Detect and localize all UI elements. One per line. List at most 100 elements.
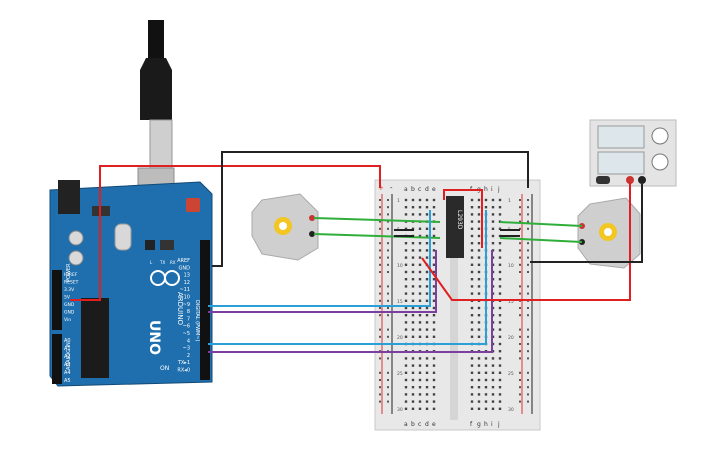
breadboard-hole[interactable] bbox=[470, 278, 474, 281]
rail-hole[interactable] bbox=[519, 400, 521, 403]
rail-hole[interactable] bbox=[519, 263, 521, 266]
breadboard-hole[interactable] bbox=[484, 386, 488, 389]
wire-vmotor[interactable] bbox=[421, 182, 631, 301]
breadboard-hole[interactable] bbox=[404, 299, 408, 302]
breadboard-hole[interactable] bbox=[498, 321, 502, 324]
rail-hole[interactable] bbox=[527, 292, 529, 295]
rail-hole[interactable] bbox=[379, 379, 381, 381]
breadboard-hole[interactable] bbox=[498, 393, 502, 396]
wire-pin8[interactable] bbox=[208, 250, 437, 313]
rail-hole[interactable] bbox=[527, 328, 529, 331]
breadboard-hole[interactable] bbox=[432, 299, 436, 302]
breadboard-hole[interactable] bbox=[470, 357, 474, 360]
rail-hole[interactable] bbox=[387, 335, 389, 338]
breadboard-hole[interactable] bbox=[411, 321, 415, 324]
breadboard-hole[interactable] bbox=[418, 206, 422, 209]
breadboard-hole[interactable] bbox=[404, 263, 408, 266]
breadboard-hole[interactable] bbox=[491, 371, 495, 374]
breadboard-hole[interactable] bbox=[425, 335, 429, 338]
rail-hole[interactable] bbox=[387, 256, 389, 259]
breadboard-hole[interactable] bbox=[484, 393, 488, 396]
breadboard-hole[interactable] bbox=[498, 227, 502, 230]
breadboard-hole[interactable] bbox=[491, 407, 495, 410]
breadboard-hole[interactable] bbox=[432, 306, 436, 310]
rail-hole[interactable] bbox=[527, 213, 529, 216]
wire-pin3[interactable] bbox=[208, 250, 493, 353]
breadboard-hole[interactable] bbox=[432, 335, 436, 338]
breadboard-hole[interactable] bbox=[404, 306, 408, 310]
rail-hole[interactable] bbox=[527, 400, 529, 403]
wires[interactable] bbox=[70, 151, 643, 353]
breadboard-hole[interactable] bbox=[418, 242, 422, 245]
rail-hole[interactable] bbox=[527, 220, 529, 223]
breadboard-hole[interactable] bbox=[470, 371, 474, 374]
breadboard-hole[interactable] bbox=[498, 292, 502, 295]
breadboard-hole[interactable] bbox=[425, 206, 429, 209]
rail-hole[interactable] bbox=[379, 357, 381, 360]
digital-header[interactable] bbox=[200, 240, 210, 380]
rail-hole[interactable] bbox=[387, 220, 389, 223]
breadboard-hole[interactable] bbox=[411, 270, 415, 274]
breadboard-hole[interactable] bbox=[404, 400, 408, 403]
breadboard-hole[interactable] bbox=[418, 371, 422, 374]
breadboard-hole[interactable] bbox=[477, 242, 481, 245]
breadboard-hole[interactable] bbox=[470, 393, 474, 396]
rail-hole[interactable] bbox=[527, 350, 529, 353]
breadboard-hole[interactable] bbox=[411, 242, 415, 245]
breadboard-hole[interactable] bbox=[425, 357, 429, 360]
breadboard-hole[interactable] bbox=[432, 357, 436, 360]
breadboard-hole[interactable] bbox=[498, 263, 502, 266]
breadboard-hole[interactable] bbox=[477, 378, 481, 382]
rail-hole[interactable] bbox=[527, 206, 529, 209]
breadboard-hole[interactable] bbox=[498, 328, 502, 331]
breadboard-hole[interactable] bbox=[491, 220, 495, 223]
breadboard-hole[interactable] bbox=[425, 227, 429, 230]
arduino-uno-board[interactable]: UNO ARDUINO DIGITAL (PWM~) POWER ANALOG … bbox=[49, 180, 213, 387]
breadboard-hole[interactable] bbox=[470, 386, 474, 389]
breadboard-hole[interactable] bbox=[411, 285, 415, 288]
breadboard-hole[interactable] bbox=[498, 350, 502, 353]
wire-pin9[interactable] bbox=[208, 210, 431, 307]
breadboard-hole[interactable] bbox=[498, 386, 502, 389]
breadboard-hole[interactable] bbox=[404, 206, 408, 209]
rail-hole[interactable] bbox=[527, 307, 529, 309]
rail-hole[interactable] bbox=[387, 285, 389, 288]
rail-hole[interactable] bbox=[519, 393, 521, 396]
breadboard-hole[interactable] bbox=[498, 400, 502, 403]
breadboard-hole[interactable] bbox=[411, 378, 415, 382]
breadboard-hole[interactable] bbox=[484, 206, 488, 209]
breadboard-hole[interactable] bbox=[470, 285, 474, 288]
rail-hole[interactable] bbox=[387, 227, 389, 230]
breadboard-hole[interactable] bbox=[411, 292, 415, 295]
analog-header[interactable] bbox=[52, 334, 62, 384]
breadboard-hole[interactable] bbox=[432, 270, 436, 274]
breadboard-hole[interactable] bbox=[404, 393, 408, 396]
breadboard-hole[interactable] bbox=[418, 256, 422, 259]
breadboard-hole[interactable] bbox=[404, 371, 408, 374]
breadboard-hole[interactable] bbox=[418, 299, 422, 302]
breadboard-hole[interactable] bbox=[491, 393, 495, 396]
breadboard-hole[interactable] bbox=[418, 328, 422, 331]
breadboard-hole[interactable] bbox=[425, 328, 429, 331]
rail-hole[interactable] bbox=[387, 393, 389, 396]
l293d-chip[interactable]: L293D bbox=[446, 196, 464, 258]
rail-hole[interactable] bbox=[519, 213, 521, 216]
breadboard-hole[interactable] bbox=[418, 227, 422, 230]
rail-hole[interactable] bbox=[387, 357, 389, 360]
breadboard-hole[interactable] bbox=[498, 357, 502, 360]
rail-hole[interactable] bbox=[379, 242, 381, 245]
rail-hole[interactable] bbox=[387, 386, 389, 389]
rail-hole[interactable] bbox=[519, 307, 521, 309]
rail-hole[interactable] bbox=[519, 220, 521, 223]
rail-hole[interactable] bbox=[519, 206, 521, 209]
breadboard-hole[interactable] bbox=[425, 292, 429, 295]
breadboard-hole[interactable] bbox=[411, 371, 415, 374]
breadboard-hole[interactable] bbox=[498, 213, 502, 216]
breadboard-hole[interactable] bbox=[432, 407, 436, 410]
rail-hole[interactable] bbox=[519, 314, 521, 317]
rail-hole[interactable] bbox=[379, 220, 381, 223]
breadboard-hole[interactable] bbox=[425, 234, 429, 238]
rail-hole[interactable] bbox=[387, 206, 389, 209]
breadboard-hole[interactable] bbox=[470, 213, 474, 216]
breadboard-hole[interactable] bbox=[404, 227, 408, 230]
